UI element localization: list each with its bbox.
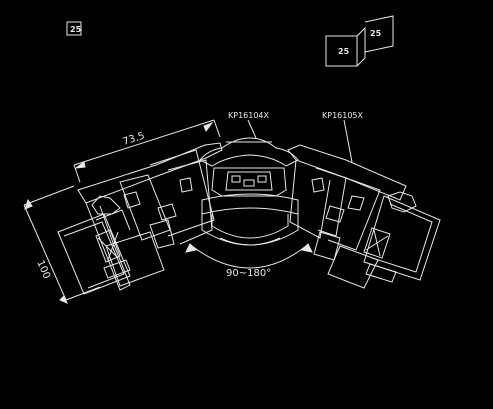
angle-range-text: 90~180°	[226, 268, 271, 279]
left-glass-unit	[57, 195, 131, 295]
dimension-height: 100	[23, 185, 101, 304]
key-inset: 25 25	[325, 15, 394, 67]
center-connector-cap	[199, 137, 299, 167]
profile-label-right-text: KP16105X	[322, 111, 364, 120]
right-glass-unit	[363, 191, 441, 283]
profile-label-right: KP16105X	[322, 111, 364, 163]
section-tag: 25	[66, 21, 82, 36]
left-frame-profile	[77, 142, 223, 291]
profile-label-left-text: KP16104X	[228, 111, 270, 120]
dimension-length: 73.5	[73, 119, 221, 183]
center-connector-tube	[201, 193, 299, 246]
key-inset-right-label: 25	[370, 29, 382, 38]
angle-arc: 90~180°	[185, 243, 313, 279]
right-frame-profile	[287, 144, 407, 289]
profile-label-left: KP16104X	[228, 111, 270, 139]
section-tag-text: 25	[70, 25, 82, 34]
key-inset-left-label: 25	[338, 47, 350, 56]
